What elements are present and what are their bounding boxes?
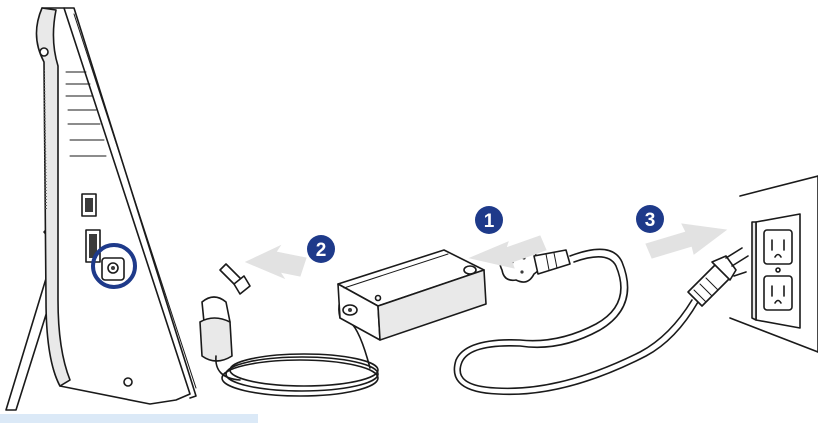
step-badge-1: 1	[475, 206, 503, 234]
step-badge-2: 2	[307, 235, 335, 263]
svg-text:3: 3	[645, 210, 656, 231]
power-adapter-brick	[337, 249, 487, 341]
wall-outlet	[729, 175, 818, 353]
arrow-step-1	[468, 235, 547, 269]
all-in-one-pc-side-view	[5, 7, 197, 411]
dc-in-highlight-ring	[91, 243, 137, 289]
arrow-step-3	[645, 223, 728, 259]
dc-plug	[199, 263, 251, 362]
dc-in-jack	[101, 257, 125, 281]
power-cord-plug	[453, 246, 749, 396]
accent-strip	[0, 414, 258, 423]
svg-text:1: 1	[484, 211, 495, 232]
step-badge-3: 3	[636, 205, 664, 233]
svg-text:2: 2	[316, 240, 327, 261]
arrow-step-2	[244, 244, 307, 280]
